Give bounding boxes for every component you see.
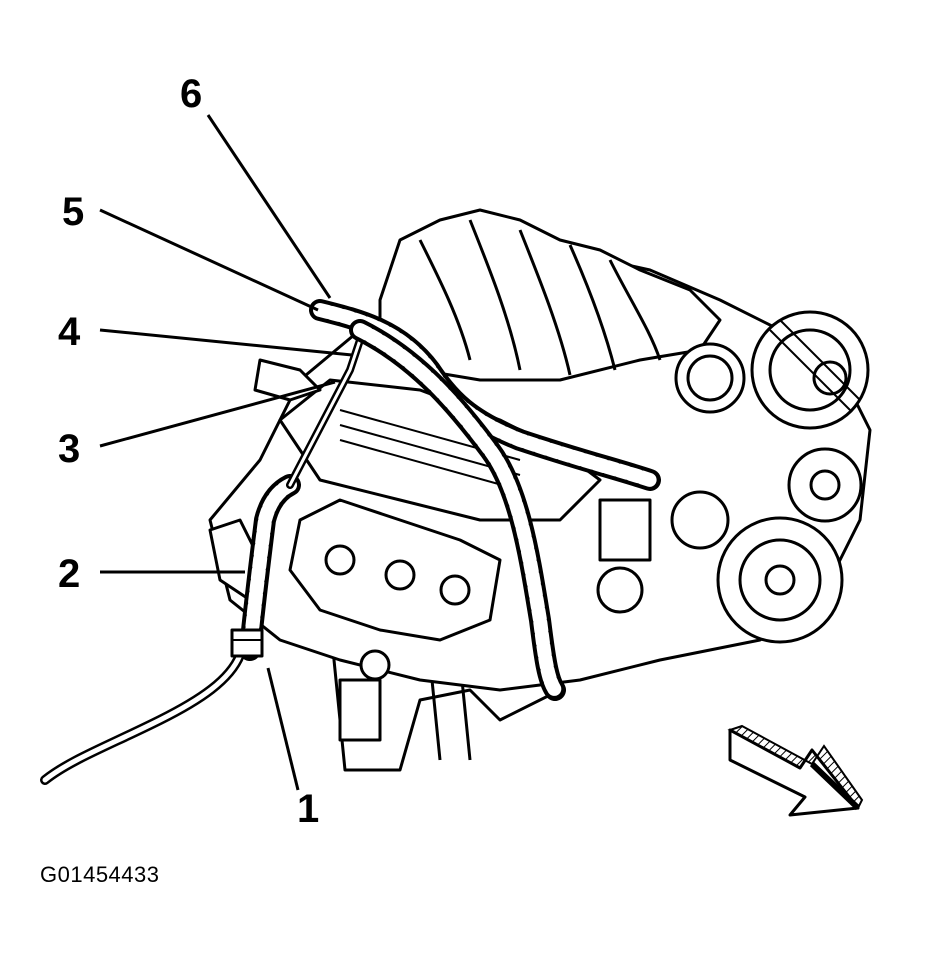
leader-line-1 xyxy=(266,667,300,791)
callout-4: 4 xyxy=(58,310,81,354)
callout-3: 3 xyxy=(58,427,80,471)
leader-line-6 xyxy=(206,114,332,299)
leader-line-5 xyxy=(99,208,319,312)
engine-illustration xyxy=(208,208,872,772)
direction-arrow-icon xyxy=(727,724,864,817)
leader-line-4 xyxy=(99,328,353,357)
callouts: 1 2 3 4 5 6 xyxy=(58,72,319,831)
callout-2: 2 xyxy=(58,552,80,596)
callout-1: 1 xyxy=(297,787,319,831)
wiring-harness xyxy=(40,299,661,785)
leader-line-3 xyxy=(99,380,336,448)
figure-id: G01454433 xyxy=(40,862,160,887)
callout-5: 5 xyxy=(62,190,84,234)
callout-6: 6 xyxy=(180,72,202,116)
leader-lines xyxy=(99,114,353,791)
